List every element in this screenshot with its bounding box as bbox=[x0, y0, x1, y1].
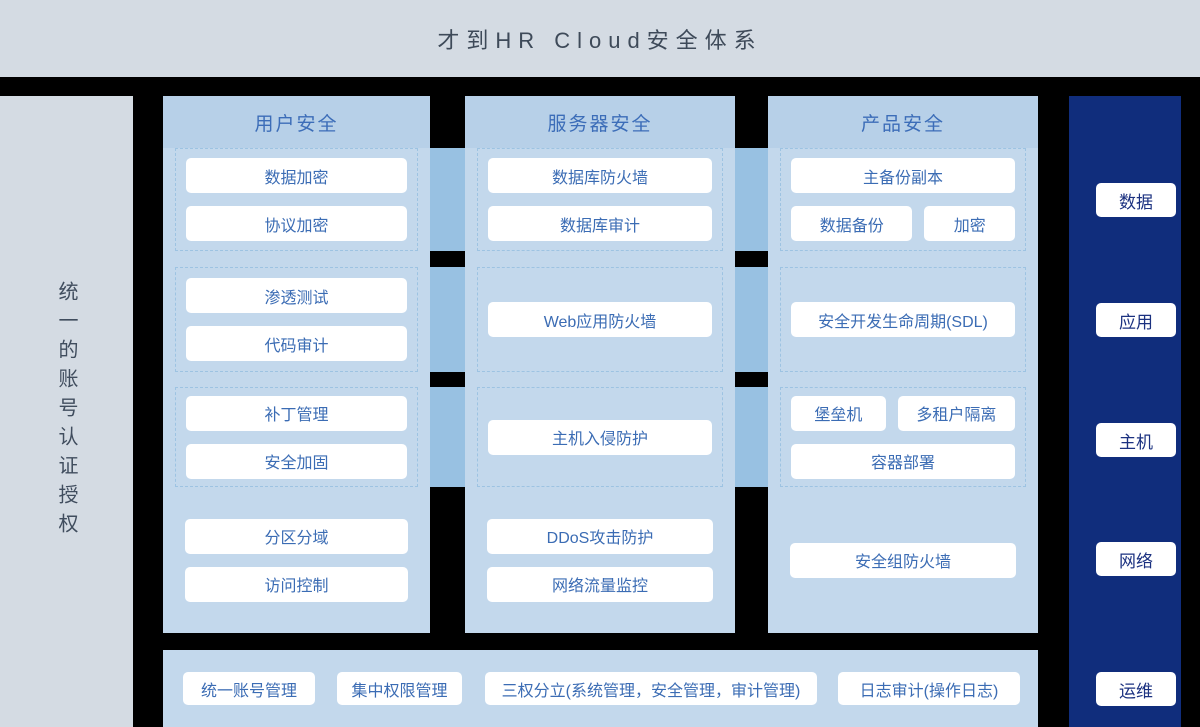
item-box: 加密 bbox=[924, 206, 1015, 241]
item-box: DDoS攻击防护 bbox=[487, 518, 713, 554]
item-box: 网络流量监控 bbox=[487, 566, 713, 602]
item-box: 多租户隔离 bbox=[897, 395, 1015, 431]
item-box: 三权分立(系统管理，安全管理，审计管理) bbox=[485, 672, 817, 705]
item-box: 分区分域 bbox=[185, 518, 408, 554]
item-box: 集中权限管理 bbox=[337, 672, 462, 705]
item-box: 数据备份 bbox=[791, 206, 913, 241]
group-host-intrusion: 主机入侵防护 bbox=[477, 387, 723, 487]
item-box: 数据库防火墙 bbox=[488, 158, 712, 193]
column-product-security: 产品安全 主备份副本 数据备份 加密 安全开发生命周期(SDL) 堡垒机 多租户… bbox=[768, 96, 1038, 633]
item-row: 数据备份 加密 bbox=[791, 206, 1015, 241]
item-box: 主机入侵防护 bbox=[488, 419, 712, 455]
item-box: 容器部署 bbox=[791, 443, 1015, 479]
group-sdl: 安全开发生命周期(SDL) bbox=[780, 267, 1026, 372]
item-box: 安全加固 bbox=[186, 443, 407, 479]
item-box: 数据库审计 bbox=[488, 206, 712, 241]
group-database-security: 数据库防火墙 数据库审计 bbox=[477, 148, 723, 251]
left-sidebar-unified-auth: 统一的账号认证授权 bbox=[0, 96, 133, 727]
group-security-group-firewall: 安全组防火墙 bbox=[780, 487, 1026, 633]
item-box: 日志审计(操作日志) bbox=[838, 672, 1020, 705]
group-testing-audit: 渗透测试 代码审计 bbox=[175, 267, 418, 372]
item-box: 堡垒机 bbox=[791, 395, 886, 431]
column-connector bbox=[735, 267, 768, 372]
item-box: 安全开发生命周期(SDL) bbox=[791, 302, 1015, 337]
left-sidebar-label: 统一的账号认证授权 bbox=[55, 281, 77, 542]
item-row: 堡垒机 多租户隔离 bbox=[791, 395, 1015, 431]
item-box: 渗透测试 bbox=[186, 278, 407, 313]
right-sidebar-layers: 数据 应用 主机 网络 运维 bbox=[1069, 96, 1181, 727]
layer-box-host: 主机 bbox=[1096, 423, 1176, 457]
bottom-bar-account-governance: 统一账号管理 集中权限管理 三权分立(系统管理，安全管理，审计管理) 日志审计(… bbox=[163, 650, 1038, 727]
item-box: 安全组防火墙 bbox=[790, 542, 1016, 578]
page-title: 才到HR Cloud安全体系 bbox=[437, 27, 763, 53]
column-server-security: 服务器安全 数据库防火墙 数据库审计 Web应用防火墙 主机入侵防护 DDoS攻… bbox=[465, 96, 735, 633]
column-connector bbox=[735, 148, 768, 251]
item-box: 访问控制 bbox=[185, 566, 408, 602]
top-title-bar: 才到HR Cloud安全体系 bbox=[0, 0, 1200, 77]
layer-box-operations: 运维 bbox=[1096, 672, 1176, 706]
group-backup: 主备份副本 数据备份 加密 bbox=[780, 148, 1026, 251]
group-patch-hardening: 补丁管理 安全加固 bbox=[175, 387, 418, 487]
column-user-security-title: 用户安全 bbox=[163, 96, 430, 148]
column-product-security-title: 产品安全 bbox=[768, 96, 1038, 148]
group-access-control: 分区分域 访问控制 bbox=[175, 487, 418, 633]
item-box: Web应用防火墙 bbox=[488, 302, 712, 337]
item-box: 补丁管理 bbox=[186, 395, 407, 431]
column-connector bbox=[430, 267, 465, 372]
item-box: 数据加密 bbox=[186, 158, 407, 193]
group-data-encryption: 数据加密 协议加密 bbox=[175, 148, 418, 251]
column-user-security: 用户安全 数据加密 协议加密 渗透测试 代码审计 补丁管理 安全加固 分区分域 … bbox=[163, 96, 430, 633]
item-box: 协议加密 bbox=[186, 206, 407, 241]
layer-box-application: 应用 bbox=[1096, 303, 1176, 337]
group-deployment: 堡垒机 多租户隔离 容器部署 bbox=[780, 387, 1026, 487]
column-connector bbox=[430, 387, 465, 487]
group-waf: Web应用防火墙 bbox=[477, 267, 723, 372]
item-box: 统一账号管理 bbox=[183, 672, 315, 705]
item-box: 主备份副本 bbox=[791, 158, 1015, 193]
layer-box-network: 网络 bbox=[1096, 542, 1176, 576]
column-server-security-title: 服务器安全 bbox=[465, 96, 735, 148]
item-box: 代码审计 bbox=[186, 326, 407, 361]
group-network-protection: DDoS攻击防护 网络流量监控 bbox=[477, 487, 723, 633]
column-connector bbox=[735, 387, 768, 487]
column-connector bbox=[430, 148, 465, 251]
layer-box-data: 数据 bbox=[1096, 183, 1176, 217]
